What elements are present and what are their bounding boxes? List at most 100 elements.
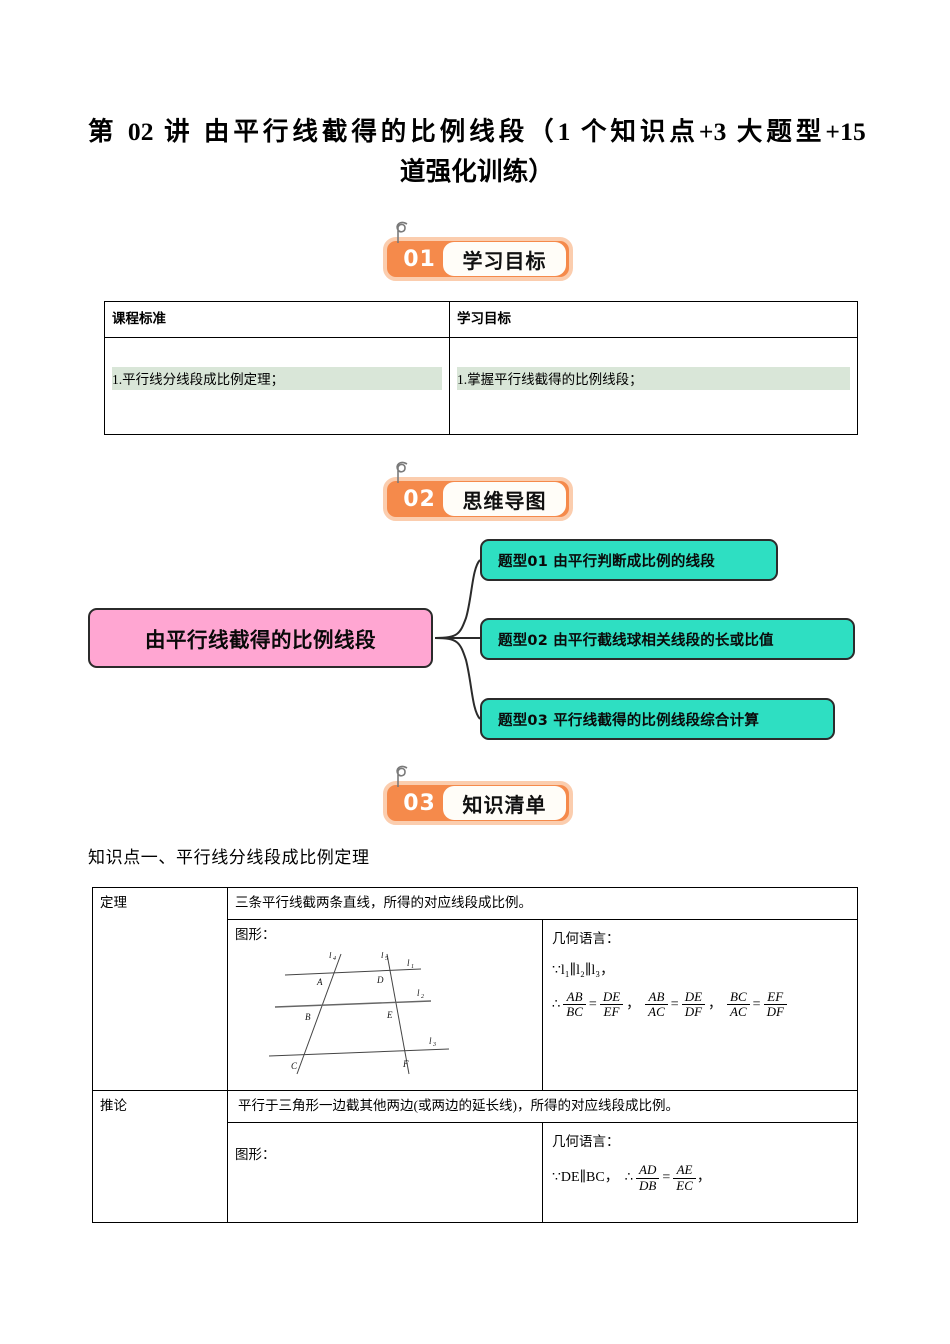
section-badge-02: 02 思维导图: [383, 461, 573, 521]
frac-num: AE: [673, 1162, 696, 1179]
table-row: 1.平行线分线段成比例定理； 1.掌握平行线截得的比例线段；: [104, 337, 858, 435]
frac-den: DB: [639, 1177, 657, 1193]
svg-text:E: E: [386, 1010, 393, 1020]
svg-text:B: B: [305, 1012, 311, 1022]
svg-text:l: l: [381, 952, 384, 960]
comma-1: ，: [626, 997, 641, 1013]
fraction-3-right: EF DF: [763, 989, 787, 1021]
svg-text:l: l: [407, 958, 410, 968]
frac-num: AB: [645, 989, 668, 1006]
svg-text:l: l: [429, 1036, 432, 1046]
fraction-3-left: BC AC: [727, 989, 750, 1021]
objectives-header-standard: 课程标准: [104, 301, 450, 338]
theorem-banner: 三条平行线截两条直线，所得的对应线段成比例。: [227, 887, 858, 920]
mindmap-branch-node-1[interactable]: 题型01 由平行判断成比例的线段: [480, 539, 778, 581]
frac-num: AD: [636, 1162, 660, 1179]
page-title-line-2: 道强化训练）: [399, 157, 555, 186]
frac-den: DF: [684, 1004, 703, 1020]
corollary-conclusion-row: ∵DE∥BC， ∴ AD DB = AE EC ，: [552, 1162, 850, 1194]
frac-den: BC: [566, 1004, 583, 1020]
equals-4: =: [662, 1170, 671, 1186]
objectives-table: 课程标准 学习目标 1.平行线分线段成比例定理； 1.掌握平行线截得的比例线段；: [104, 301, 858, 435]
svg-text:A: A: [316, 977, 323, 987]
theorem-given-line: ∵l₁∥l₂∥l₃，: [552, 962, 615, 978]
corollary-fraction-right: AE EC: [673, 1162, 696, 1194]
svg-text:4: 4: [333, 955, 336, 962]
therefore-symbol-2: ∴: [624, 1170, 633, 1186]
fraction-2-left: AB AC: [645, 989, 668, 1021]
svg-text:5: 5: [385, 956, 388, 962]
svg-text:F: F: [402, 1059, 409, 1069]
frac-num: AB: [563, 989, 586, 1006]
corollary-language-cell: 几何语言： ∵DE∥BC， ∴ AD DB = AE EC ，: [542, 1121, 858, 1223]
fraction-1-left: AB BC: [563, 989, 586, 1021]
frac-den: EC: [676, 1177, 693, 1193]
section-badge-01-number: 01: [403, 246, 436, 272]
theorem-language-label: 几何语言：: [552, 930, 620, 946]
section-badge-02-label: 思维导图: [443, 482, 566, 516]
page-title: 第 02 讲 由平行线截得的比例线段（1 个知识点+3 大题型+15 道强化训练…: [88, 112, 866, 192]
mindmap-connectors: [434, 559, 481, 720]
mindmap-branch-label-1: 题型01 由平行判断成比例的线段: [498, 553, 715, 570]
theorem-conclusion-row: ∴ AB BC = DE EF ， AB AC = DE DF: [552, 989, 850, 1021]
section-badge-02-number: 02: [403, 486, 436, 512]
comma-2: ，: [708, 997, 723, 1013]
frac-den: AC: [648, 1004, 665, 1020]
fraction-2-right: DE DF: [681, 989, 706, 1021]
svg-text:3: 3: [432, 1042, 436, 1048]
knowledge-point-heading: 知识点一、平行线分线段成比例定理: [88, 848, 370, 868]
therefore-symbol-1: ∴: [552, 996, 561, 1012]
table-row-corollary-banner: 推论 平行于三角形一边截其他两边(或两边的延长线)，所得的对应线段成比例。: [92, 1089, 858, 1223]
svg-text:l: l: [329, 952, 332, 960]
corollary-given-line: ∵DE∥BC，: [552, 1170, 619, 1186]
equals-2: =: [670, 997, 679, 1013]
frac-num: BC: [727, 989, 750, 1006]
spiral-clip-icon: [396, 221, 408, 243]
svg-text:l: l: [417, 988, 420, 998]
mindmap-branch-label-2: 题型02 由平行截线球相关线段的长或比值: [498, 632, 774, 649]
objectives-goal-text: 1.掌握平行线截得的比例线段；: [457, 367, 850, 390]
mindmap-branch-node-2[interactable]: 题型02 由平行截线球相关线段的长或比值: [480, 618, 855, 660]
fraction-1-right: DE EF: [599, 989, 624, 1021]
frac-num: DE: [681, 989, 706, 1006]
mindmap-root-label: 由平行线截得的比例线段: [145, 628, 376, 652]
frac-num: DE: [599, 989, 624, 1006]
section-badge-03-number: 03: [403, 790, 436, 816]
spiral-clip-icon: [396, 461, 408, 483]
svg-text:1: 1: [411, 964, 414, 970]
objectives-cell-standard: 1.平行线分线段成比例定理；: [104, 337, 450, 435]
frac-num: EF: [763, 989, 787, 1006]
section-badge-03: 03 知识清单: [383, 765, 573, 825]
objectives-standard-text: 1.平行线分线段成比例定理；: [112, 367, 442, 390]
spiral-clip-icon: [396, 765, 408, 787]
section-badge-01-label: 学习目标: [443, 242, 566, 276]
mindmap-branch-label-3: 题型03 平行线截得的比例线段综合计算: [498, 712, 760, 729]
objectives-header-goal: 学习目标: [449, 301, 858, 338]
theorem-figure-label: 图形：: [235, 926, 276, 942]
svg-text:2: 2: [421, 994, 424, 1000]
section-badge-01: 01 学习目标: [383, 221, 573, 281]
mindmap: 由平行线截得的比例线段 题型01 由平行判断成比例的线段 题型02 由平行截线球…: [80, 538, 880, 760]
table-row-corollary-body: 图形： 几何语言： ∵DE∥BC， ∴ AD DB = AE EC ，: [93, 1121, 858, 1223]
section-badge-03-label: 知识清单: [443, 786, 566, 820]
corollary-trailing-comma: ，: [696, 1170, 711, 1186]
theorem-label-cell: 定理: [92, 887, 228, 1091]
mindmap-root-node[interactable]: 由平行线截得的比例线段: [88, 608, 433, 668]
mindmap-branch-node-3[interactable]: 题型03 平行线截得的比例线段综合计算: [480, 698, 835, 740]
frac-den: DF: [766, 1004, 784, 1020]
corollary-banner: 平行于三角形一边截其他两边(或两边的延长线)，所得的对应线段成比例。: [227, 1089, 858, 1123]
corollary-label-cell: 推论: [92, 1089, 228, 1223]
equals-3: =: [752, 997, 761, 1013]
corollary-fraction-left: AD DB: [636, 1162, 660, 1194]
objectives-cell-goal: 1.掌握平行线截得的比例线段；: [449, 337, 858, 435]
theorem-language-cell: 几何语言： ∵l₁∥l₂∥l₃， ∴ AB BC = DE EF ， AB AC: [542, 918, 858, 1091]
svg-text:D: D: [376, 975, 384, 985]
corollary-language-label: 几何语言：: [552, 1133, 620, 1149]
svg-text:C: C: [291, 1061, 298, 1071]
frac-den: AC: [730, 1004, 747, 1020]
frac-den: EF: [603, 1004, 620, 1020]
